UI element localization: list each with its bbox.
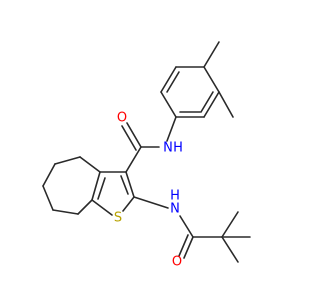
sulfur-label: S: [114, 211, 122, 226]
bond: [54, 156, 81, 165]
bond: [166, 116, 177, 142]
oxygen-label: O: [172, 255, 182, 270]
bond: [77, 199, 93, 215]
aromatic-bond: [97, 177, 106, 200]
amide-group: [121, 116, 177, 173]
nitrogen-label: N: [170, 202, 180, 217]
bond: [160, 91, 177, 118]
aromatic-bond: [200, 91, 214, 113]
carbonyl-bond: [178, 234, 189, 257]
bond: [179, 215, 194, 238]
aromatic-bond: [120, 175, 129, 195]
oxygen-label: O: [117, 111, 127, 126]
bond: [42, 185, 54, 211]
methyl-bond: [221, 211, 239, 238]
bond: [160, 66, 177, 93]
bond: [125, 171, 135, 198]
hydrogen-label: H: [173, 141, 183, 156]
methyl-bond: [221, 236, 239, 263]
pivaloyl-group: [133, 196, 251, 263]
bond: [203, 91, 220, 118]
cyclohexane-ring: [42, 156, 101, 215]
thiophene-ring: [91, 171, 135, 216]
bond: [42, 163, 56, 187]
bond: [133, 196, 169, 209]
methyl-bond: [218, 91, 234, 118]
bond: [91, 199, 113, 216]
carbonyl-bond: [121, 125, 137, 151]
aromatic-bond: [166, 71, 180, 93]
bond: [79, 156, 101, 173]
molecule-diagram: O N H N H O S: [42, 41, 251, 270]
bond: [125, 146, 142, 173]
carbonyl-bond: [126, 122, 142, 148]
structure-svg: O N H N H O S: [42, 41, 251, 270]
carbonyl-bond: [183, 236, 194, 259]
aryl-ring: [160, 41, 234, 118]
bond: [122, 196, 135, 212]
bond: [52, 209, 79, 215]
methyl-bond: [203, 41, 220, 68]
hydrogen-label: H: [170, 189, 180, 204]
nitrogen-label: N: [163, 141, 173, 156]
bond: [203, 66, 220, 93]
bond: [91, 171, 101, 201]
atom-labels: O N H N H O S: [114, 111, 183, 270]
